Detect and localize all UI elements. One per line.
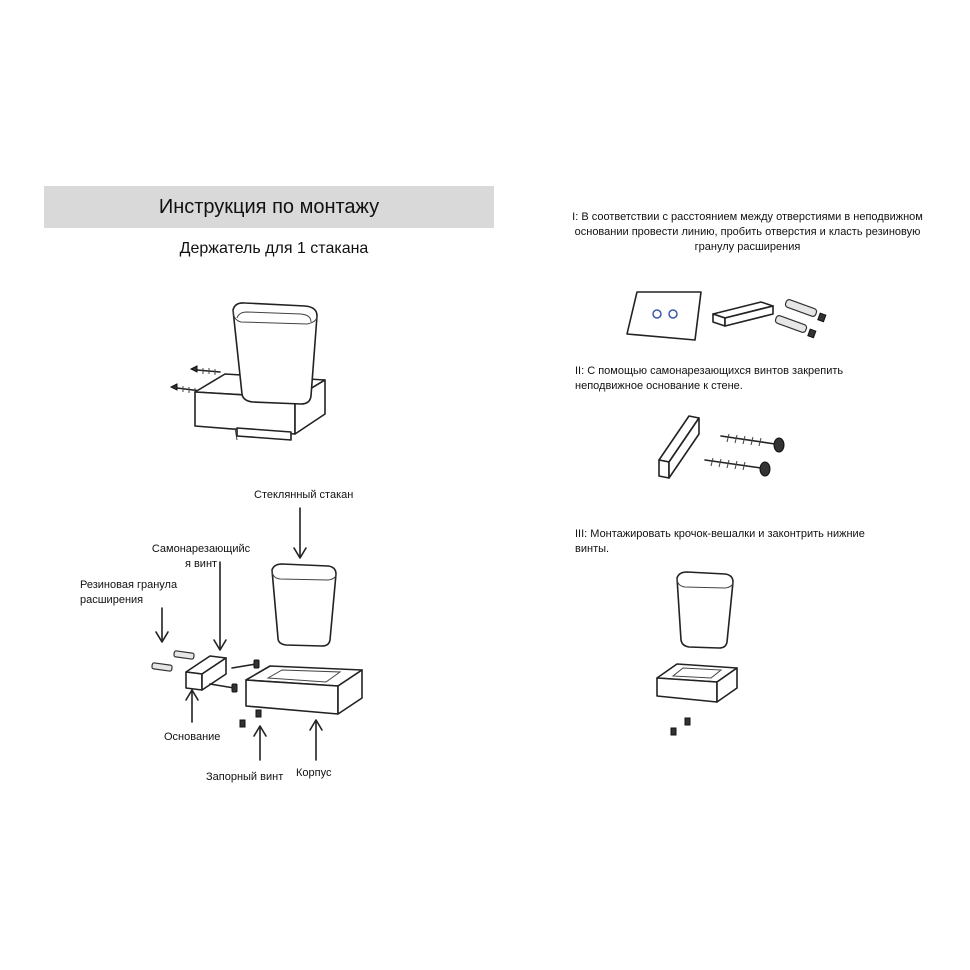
set-screw-1 (670, 727, 677, 736)
anchor-upper (173, 650, 195, 660)
rubber-anchors (774, 299, 827, 339)
self-tapping-screw-upper (231, 659, 260, 669)
wall-plate-with-holes (626, 291, 702, 341)
self-tapping-screw-lower (209, 683, 238, 693)
page-title-bar: Инструкция по монтажу (44, 186, 494, 228)
glass-arrow (293, 507, 307, 559)
set-screw-1 (239, 719, 246, 728)
step-3-text: III: Монтажировать крочок-вешалки и зако… (575, 528, 865, 555)
set-screw-arrow (253, 725, 267, 761)
page-title: Инструкция по монтажу (158, 195, 380, 218)
hole-marker-left (652, 309, 662, 319)
step-1-text: I: В соответствии с расстоянием между от… (572, 211, 923, 253)
step-2-illustration (658, 415, 785, 479)
step-1-illustration (626, 291, 827, 341)
base-plate (712, 301, 774, 327)
step-3-illustration (656, 571, 738, 736)
step-2-text: II: С помощью самонарезающихся винтов за… (575, 365, 844, 392)
label-glass: Стеклянный стакан (254, 489, 354, 501)
tray (656, 663, 738, 703)
body-arrow (309, 719, 323, 761)
label-body: Корпус (296, 767, 332, 779)
base-arrow (185, 689, 199, 723)
anchor-lower (151, 662, 173, 672)
set-screw-2 (684, 717, 691, 726)
label-screw: Самонарезающийс я винт (151, 543, 251, 570)
label-anchor: Резиновая гранула расширения (80, 579, 178, 606)
anchor-arrow (155, 607, 169, 643)
screw-arrow (213, 561, 227, 651)
base-plate (658, 415, 700, 479)
exploded-parts-illustration (151, 507, 363, 761)
product-subtitle: Держатель для 1 стакана (179, 240, 369, 257)
wall-screw-upper (189, 365, 221, 375)
label-set-screw: Запорный винт (206, 771, 284, 783)
set-screw-2 (255, 709, 262, 718)
label-base: Основание (164, 731, 221, 743)
self-tapping-screw-upper (720, 433, 785, 453)
hole-marker-right (668, 309, 678, 319)
self-tapping-screw-lower (704, 457, 771, 477)
glass (676, 571, 734, 649)
assembled-holder-illustration (169, 302, 326, 441)
